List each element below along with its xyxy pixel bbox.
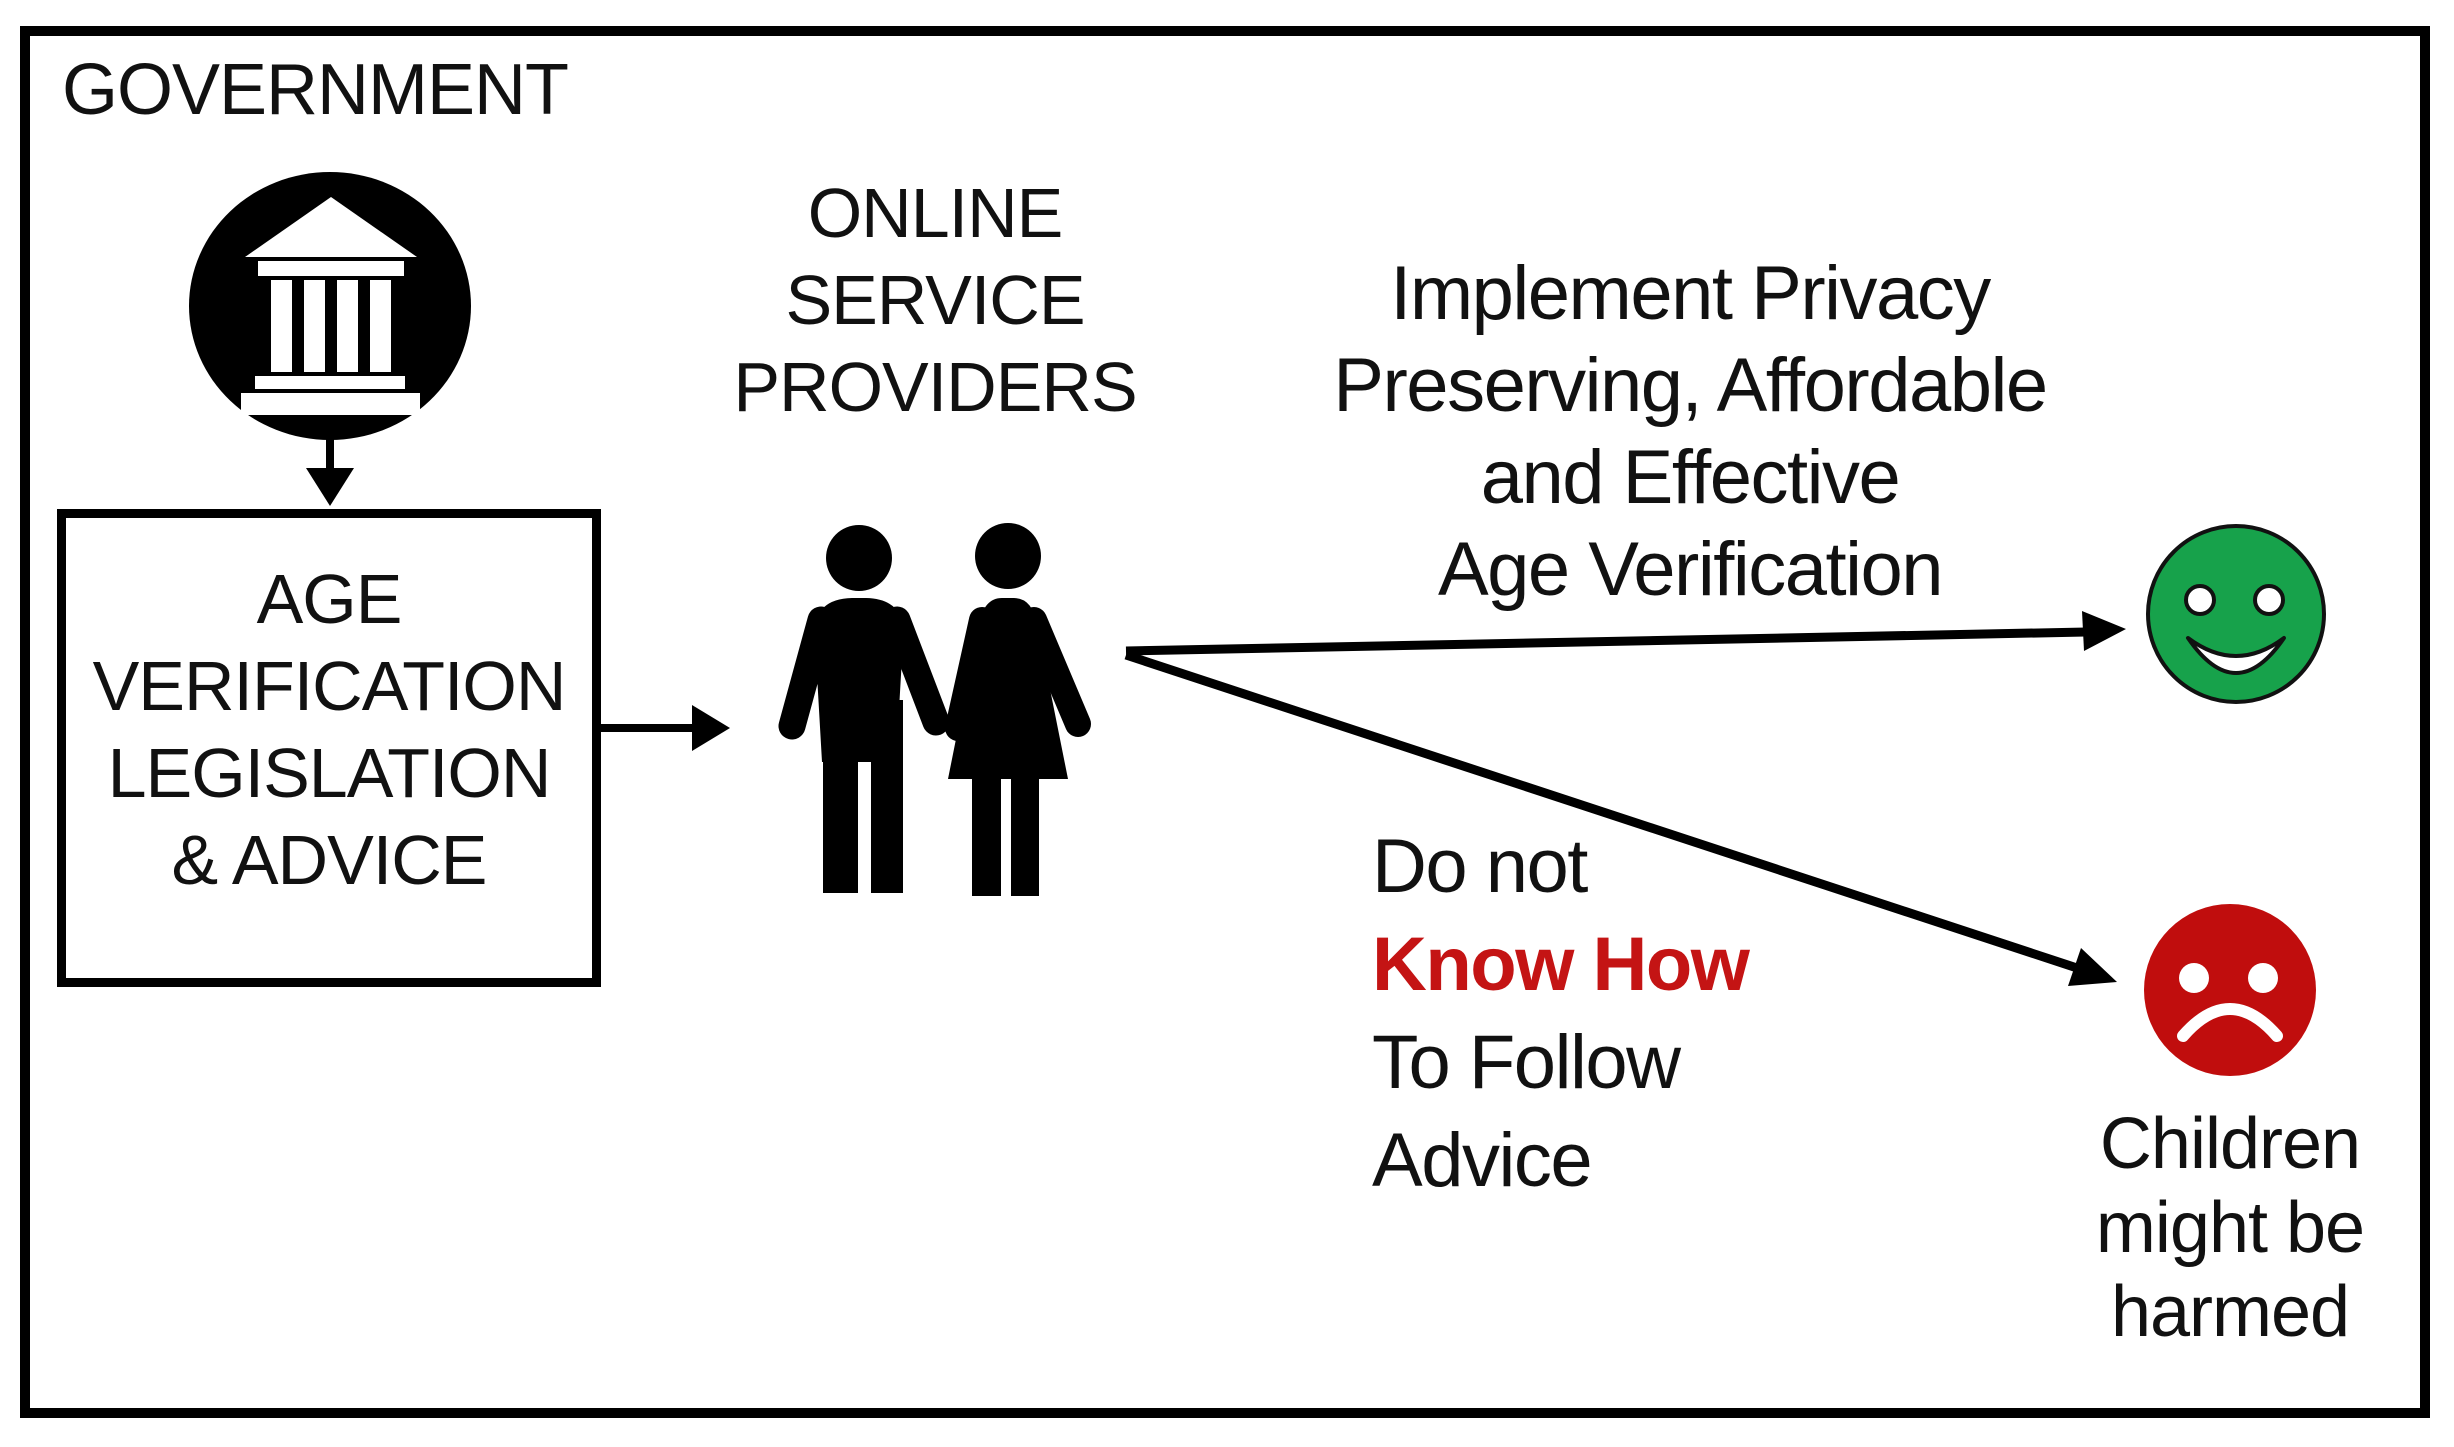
- woman-icon: [945, 523, 1091, 896]
- government-label: GOVERNMENT: [62, 50, 569, 130]
- bad-path-label-line: Advice: [1372, 1118, 1593, 1203]
- sad-left-eye: [2179, 963, 2209, 993]
- bad-path-label-line: Do not: [1372, 824, 1588, 909]
- arrow-good-path-icon: [1125, 611, 2126, 656]
- man-icon: [778, 525, 950, 893]
- happy-face-icon: [2146, 524, 2326, 704]
- arrow-right-icon: [598, 705, 730, 751]
- smile-mouth: [2186, 636, 2286, 675]
- harm-label: Children might be harmed: [2040, 1102, 2420, 1354]
- legislation-box-line: LEGISLATION: [107, 734, 552, 812]
- harm-label-line: harmed: [2110, 1272, 2350, 1352]
- good-path-label-line: and Effective: [1480, 435, 1901, 520]
- good-path-label: Implement Privacy Preserving, Affordable…: [1280, 248, 2100, 616]
- good-path-label-line: Age Verification: [1437, 527, 1944, 612]
- bad-path-label: Do not Know How To Follow Advice: [1372, 818, 1750, 1210]
- couple-icon: [778, 523, 1091, 896]
- sad-right-eye: [2248, 963, 2278, 993]
- good-path-label-line: Implement Privacy: [1390, 251, 1991, 336]
- providers-label-line: ONLINE: [807, 174, 1064, 252]
- harm-label-line: might be: [2095, 1188, 2365, 1268]
- frown-mouth: [2177, 1003, 2283, 1042]
- legislation-box-line: & ADVICE: [171, 821, 488, 899]
- legislation-box-line: AGE: [256, 560, 403, 638]
- happy-left-eye: [2184, 584, 2216, 616]
- legislation-box-line: VERIFICATION: [92, 647, 567, 725]
- providers-label: ONLINE SERVICE PROVIDERS: [720, 170, 1150, 431]
- arrow-down-icon: [306, 428, 354, 506]
- happy-right-eye: [2253, 584, 2285, 616]
- bad-path-label-line-highlight: Know How: [1372, 922, 1750, 1007]
- providers-label-line: PROVIDERS: [733, 348, 1137, 426]
- government-building-icon: [189, 172, 471, 440]
- slide-border: [20, 26, 2430, 1418]
- providers-label-line: SERVICE: [785, 261, 1085, 339]
- legislation-box: AGE VERIFICATION LEGISLATION & ADVICE: [57, 509, 601, 987]
- good-path-label-line: Preserving, Affordable: [1333, 343, 2048, 428]
- sad-face-icon: [2144, 904, 2316, 1076]
- arrow-bad-path-icon: [1124, 650, 2117, 986]
- harm-label-line: Children: [2099, 1104, 2361, 1184]
- bad-path-label-line: To Follow: [1372, 1020, 1681, 1105]
